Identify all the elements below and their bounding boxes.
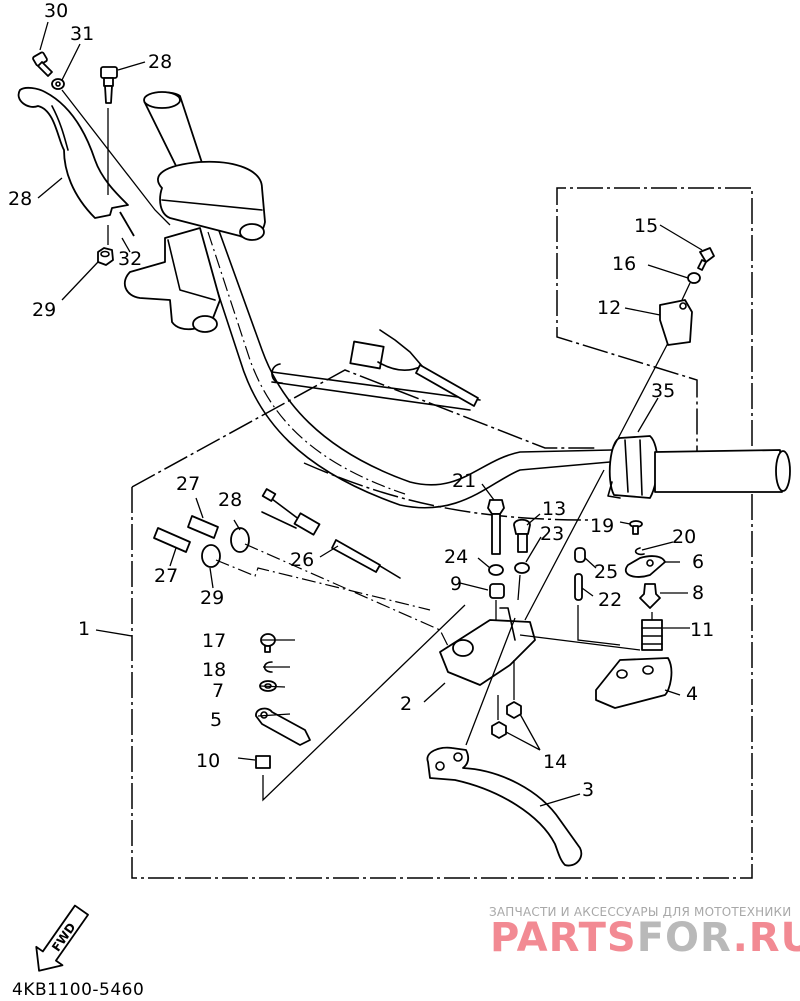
spring-10 [255, 755, 271, 769]
callout-22: 22 [598, 589, 622, 611]
callout-8: 8 [692, 582, 704, 604]
callout-14: 14 [543, 751, 567, 773]
nut-31 [97, 247, 114, 266]
watermark-logo-parts: PARTS [490, 915, 637, 961]
callout-28-a: 28 [218, 489, 242, 511]
callout-2: 2 [400, 693, 412, 715]
throttle-grip-35 [607, 435, 791, 499]
watermark-tagline: ЗАПЧАСТИ И АКСЕССУАРЫ ДЛЯ МОТОТЕХНИКИ [489, 905, 792, 919]
adjuster-27-b [153, 527, 191, 553]
washer-23 [514, 562, 530, 574]
watermark-logo-for: FOR [636, 915, 733, 961]
washer-33 [51, 78, 65, 90]
callout-31: 29 [32, 299, 56, 321]
locknut-28-a [230, 527, 250, 553]
callout-24: 24 [444, 546, 468, 568]
callout-27-a: 27 [176, 473, 200, 495]
callout-9: 9 [450, 573, 462, 595]
callout-28-b: 29 [200, 587, 224, 609]
callout-19: 19 [590, 515, 614, 537]
circlip-20 [634, 547, 645, 556]
callout-5: 5 [210, 709, 222, 731]
master-cylinder-4 [595, 657, 673, 709]
callout-10: 10 [196, 750, 220, 772]
left-lever-holder [123, 227, 221, 333]
cap-25 [574, 547, 586, 563]
pin-8 [639, 583, 661, 609]
callout-17: 17 [202, 630, 226, 652]
callout-4: 4 [686, 683, 698, 705]
nut-14-b [491, 721, 507, 739]
assembly-boundary-main [131, 187, 753, 879]
bolt-30 [100, 66, 118, 245]
callout-16: 16 [612, 253, 636, 275]
callout-33: 31 [70, 23, 94, 45]
diagram-code: 4KB1100-5460 [12, 980, 145, 1000]
callout-12: 12 [597, 297, 621, 319]
throttle-cable-26 [261, 488, 401, 579]
bolt-32 [32, 51, 53, 77]
brake-switch-lead [349, 329, 479, 407]
fwd-arrow-icon: FWD [35, 904, 89, 972]
watermark-logo-ru: .RU [732, 915, 800, 961]
callout-7: 7 [212, 680, 224, 702]
callout-13: 13 [542, 498, 566, 520]
callout-11: 11 [690, 619, 714, 641]
adjuster-27-a [187, 515, 219, 539]
callout-35: 35 [651, 380, 675, 402]
cover-12 [659, 299, 693, 346]
callout-3: 3 [582, 779, 594, 801]
spring-34 [119, 211, 135, 237]
bolt-13 [513, 518, 531, 553]
screw-19 [629, 520, 643, 535]
callout-34: 32 [118, 248, 142, 270]
callout-29: 28 [8, 188, 32, 210]
callout-1: 1 [78, 618, 90, 640]
callout-18: 18 [202, 659, 226, 681]
rod-22 [574, 573, 583, 601]
callout-23: 23 [540, 523, 564, 545]
washer-16 [687, 272, 701, 284]
callout-25: 25 [594, 561, 618, 583]
callout-6: 6 [692, 551, 704, 573]
callout-15: 15 [634, 215, 658, 237]
callout-30: 28 [148, 51, 172, 73]
screw-15 [697, 247, 715, 271]
lever-holder-2 [439, 607, 536, 686]
watermark-logo: PARTSFOR.RU [490, 916, 800, 960]
plate-6 [625, 555, 666, 578]
collar-9 [489, 583, 505, 599]
screw-17 [260, 633, 276, 653]
handlebar [143, 91, 613, 509]
callout-20: 20 [672, 526, 696, 548]
callout-labels: 30 31 28 28 32 29 15 16 12 35 21 13 23 2… [8, 0, 714, 801]
callout-26: 26 [290, 549, 314, 571]
callout-32: 30 [44, 0, 68, 22]
washer-24 [488, 564, 504, 576]
callout-27-b: 27 [154, 565, 178, 587]
spring-11 [641, 619, 663, 651]
leader-lines [37, 21, 703, 807]
left-switch-housing [157, 160, 266, 241]
brake-lever-3 [426, 746, 583, 867]
bolt-21 [487, 499, 505, 555]
locknut-28-b [201, 544, 221, 568]
callout-21: 21 [452, 470, 476, 492]
clutch-lever-29 [17, 86, 129, 219]
nut-14-a [506, 701, 522, 719]
